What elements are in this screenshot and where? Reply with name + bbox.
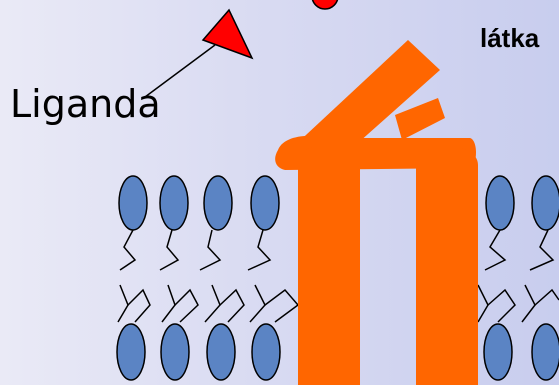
receptor-protein	[275, 40, 478, 385]
transmembrane-helix-right	[416, 146, 478, 385]
receptor-lobe	[395, 98, 445, 140]
transmembrane-helix-left	[298, 145, 360, 385]
red-dot-icon	[311, 0, 339, 10]
substance-label: látka	[480, 23, 540, 53]
ligand-pointer-line	[144, 44, 216, 98]
ligand-label: Liganda	[10, 82, 161, 126]
lipid-tails-left	[117, 229, 300, 323]
lipid-tails-right	[477, 229, 559, 323]
lipid-heads-bottom	[116, 323, 559, 381]
triangle-icon	[201, 8, 254, 60]
lipid-heads-top	[118, 175, 559, 231]
